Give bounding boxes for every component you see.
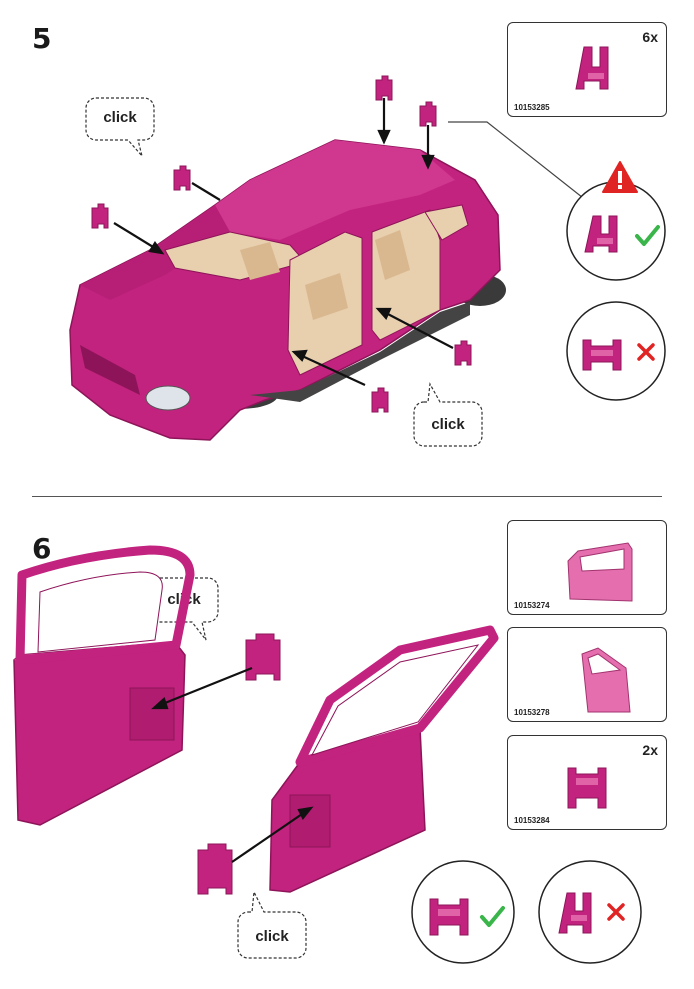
step-5-number: 5 (32, 22, 52, 55)
doors-illustration (13, 545, 499, 895)
check-icon (635, 225, 660, 246)
part-number: 10153284 (514, 816, 550, 825)
click-label: click (255, 928, 289, 945)
section-divider (32, 496, 662, 497)
wrong-orientation-circle (565, 300, 667, 402)
click-callout: click (236, 888, 308, 960)
clip-part-icon (575, 46, 609, 90)
rear-door-part-icon (581, 647, 631, 713)
clip-part (173, 165, 191, 191)
part-number: 10153285 (514, 103, 550, 112)
part-box-10153278: 10153278 (507, 627, 667, 722)
headlight (145, 385, 191, 411)
front-door-part-icon (567, 542, 633, 602)
quantity-label: 6x (642, 29, 658, 45)
click-callout: click (412, 380, 484, 448)
clip-part (375, 75, 393, 101)
click-callout: click (84, 96, 156, 158)
clip-part (197, 843, 233, 895)
click-label: click (103, 109, 137, 126)
clip-part (245, 633, 281, 681)
click-label: click (431, 416, 465, 433)
clip-part (371, 387, 389, 413)
quantity-label: 2x (642, 742, 658, 758)
step-6-number: 6 (32, 532, 52, 565)
correct-orientation-circle (410, 859, 516, 965)
clip-mount (289, 794, 331, 848)
correct-orientation-circle (565, 180, 667, 282)
callout-leader-line (448, 121, 593, 206)
clip-part (419, 101, 437, 127)
clip-part (454, 340, 472, 366)
rear-door (269, 625, 499, 893)
part-box-10153274: 10153274 (507, 520, 667, 615)
wrong-orientation-circle (537, 859, 643, 965)
part-box-10153285: 6x 10153285 (507, 22, 667, 117)
cross-icon (607, 903, 625, 921)
warning-icon (601, 160, 639, 194)
cross-icon (637, 343, 655, 361)
part-number: 10153274 (514, 601, 550, 610)
part-box-10153284: 2x 10153284 (507, 735, 667, 830)
front-door (13, 545, 195, 826)
check-icon (480, 906, 505, 927)
clip-part (91, 203, 109, 229)
clip-mount (129, 687, 175, 741)
car-body-illustration (69, 75, 506, 441)
part-number: 10153278 (514, 708, 550, 717)
clip-part-icon (567, 767, 607, 809)
